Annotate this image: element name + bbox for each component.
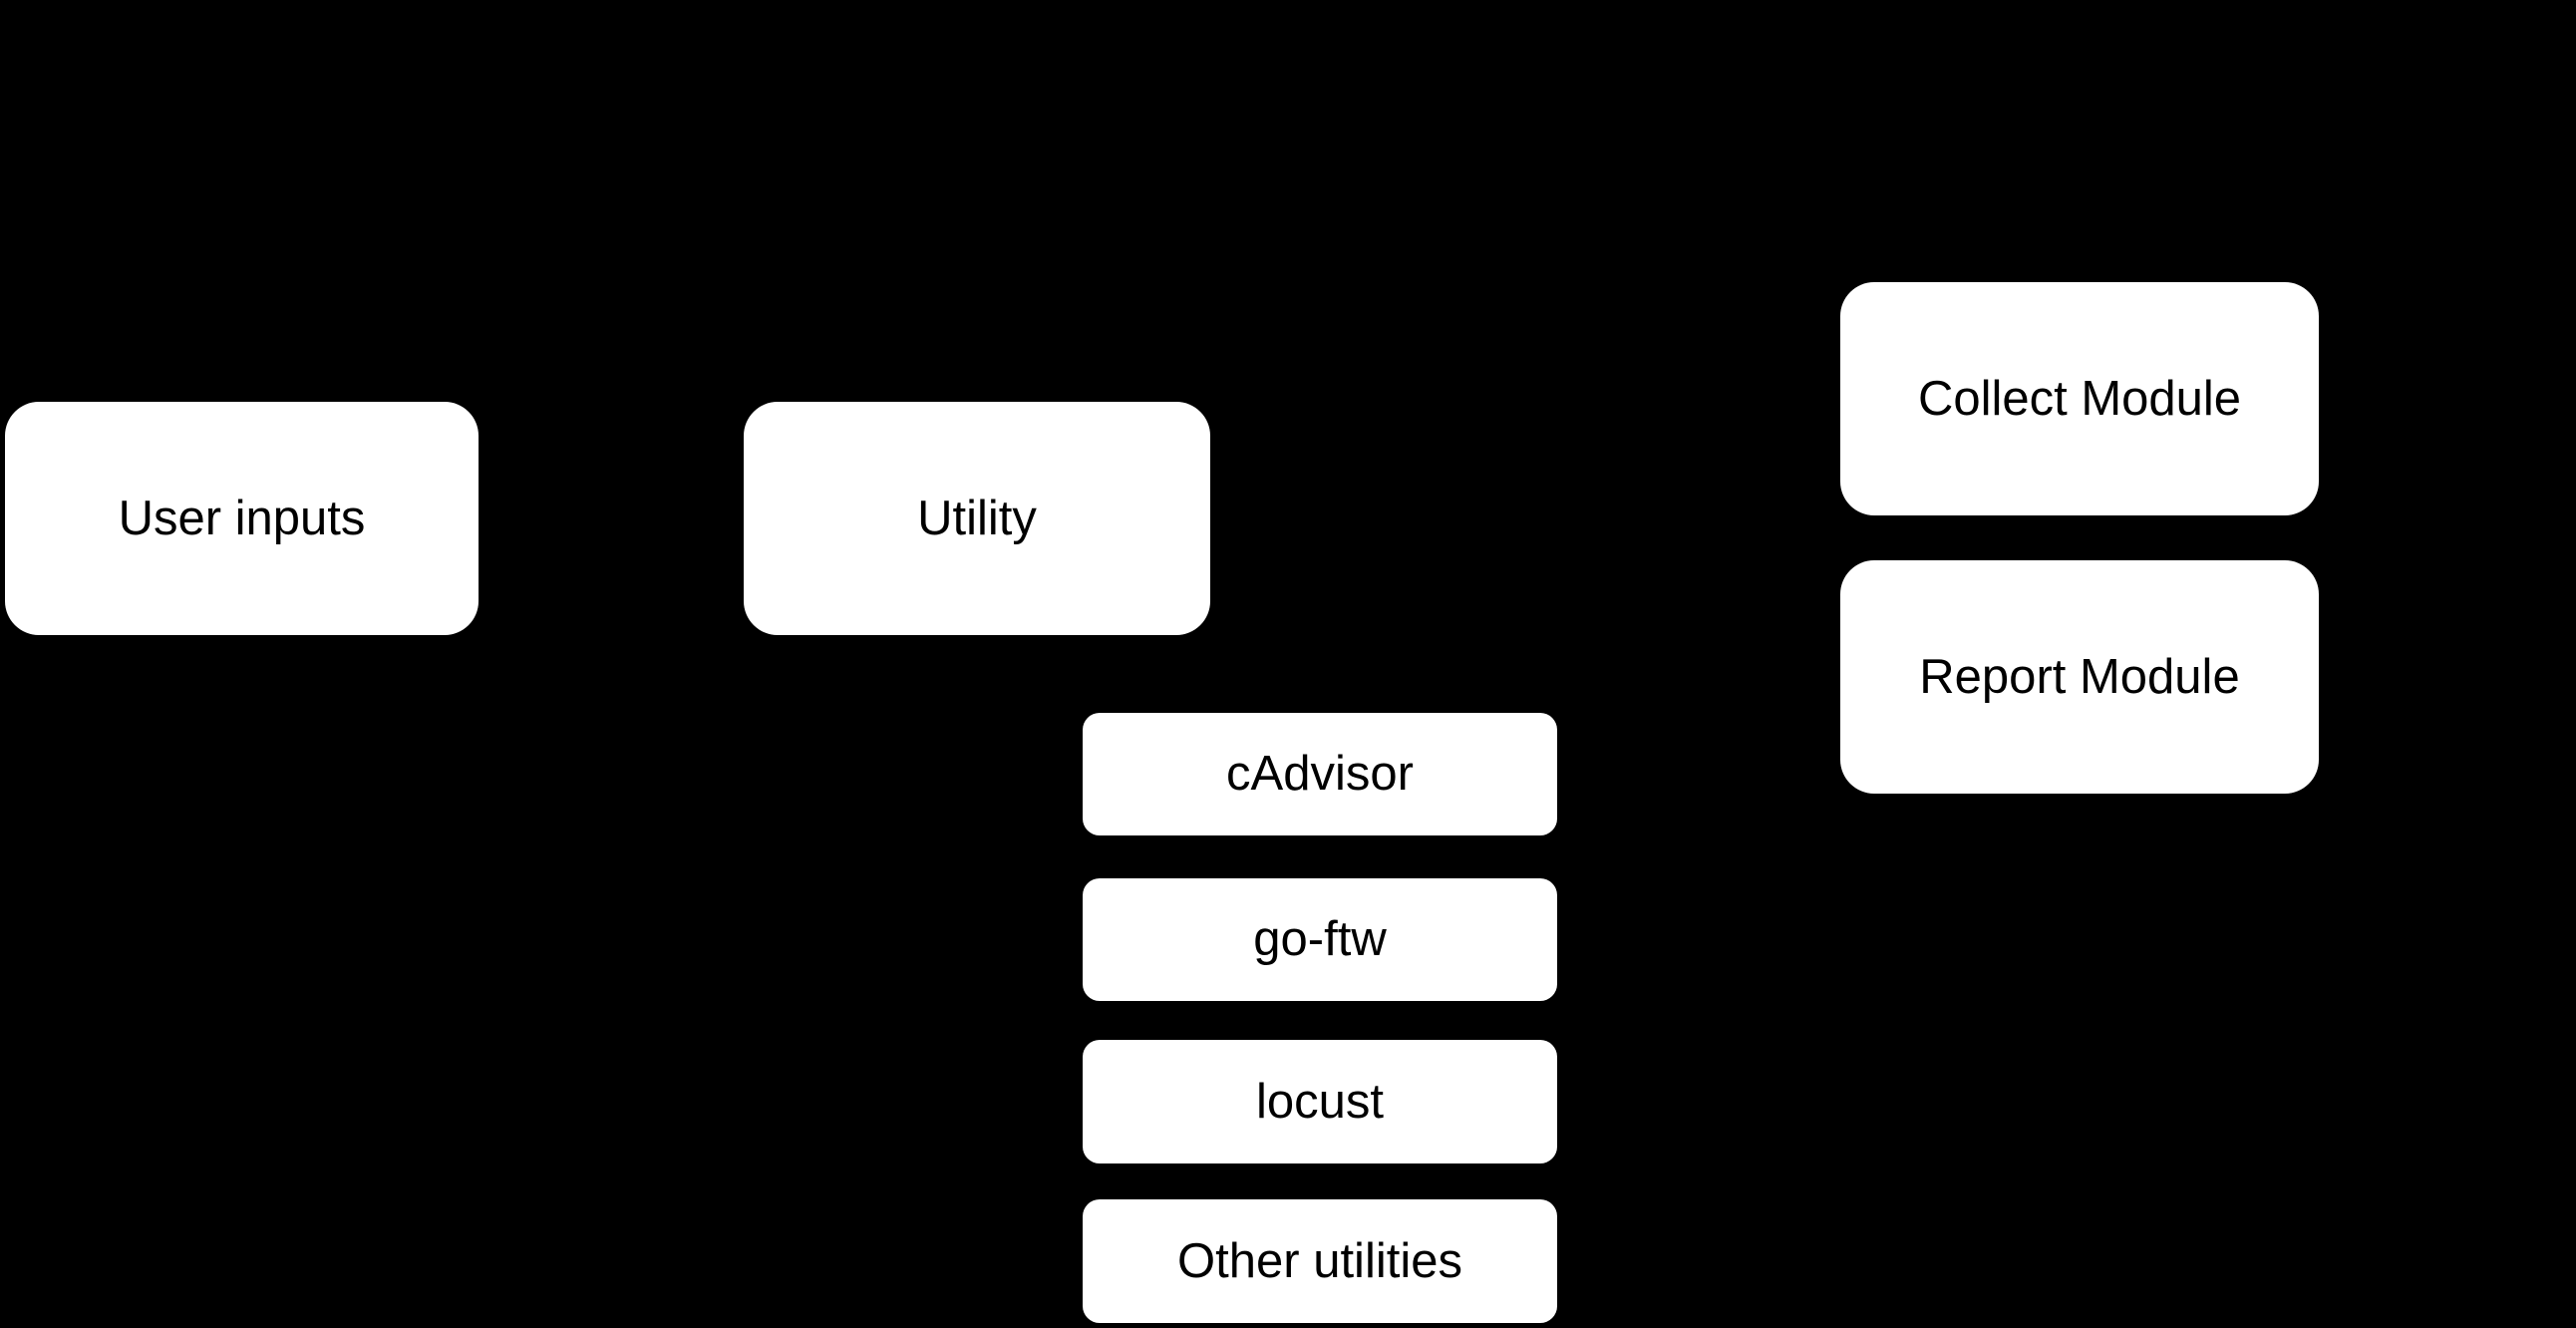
node-user-inputs: User inputs: [5, 402, 479, 635]
node-utility: Utility: [744, 402, 1210, 635]
node-go-ftw: go-ftw: [1083, 878, 1557, 1001]
node-collect-module: Collect Module: [1840, 282, 2319, 515]
node-report-module: Report Module: [1840, 560, 2319, 794]
node-locust: locust: [1083, 1040, 1557, 1163]
node-cadvisor: cAdvisor: [1083, 713, 1557, 835]
node-other-utilities: Other utilities: [1083, 1199, 1557, 1323]
